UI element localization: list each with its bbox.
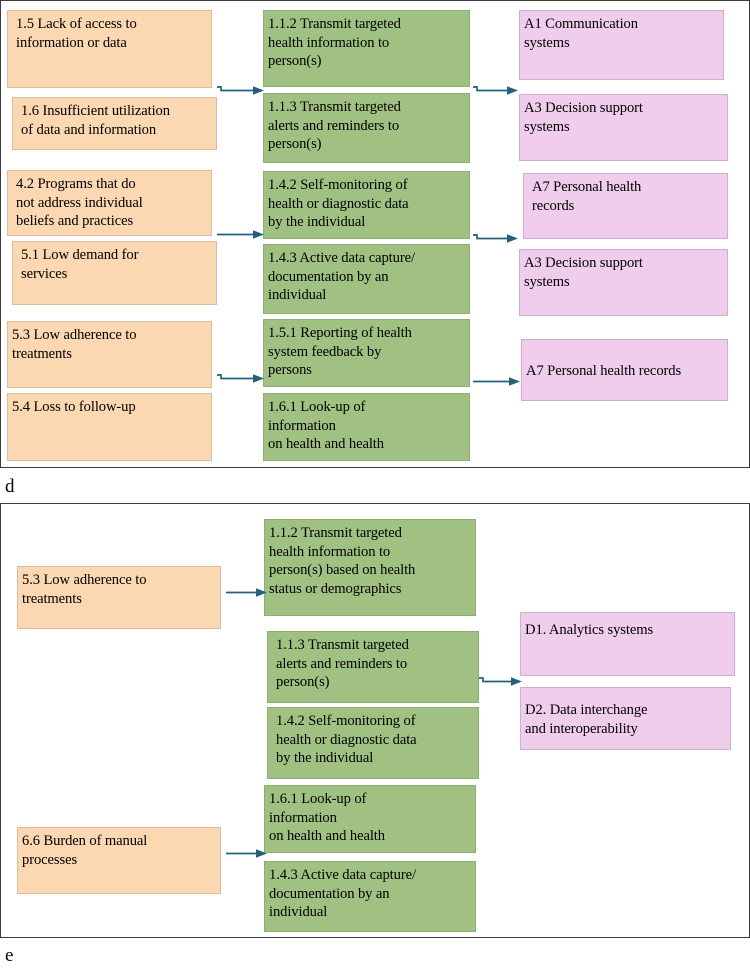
system-node-d2-e[interactable]: D2. Data interchange and interoperabilit… xyxy=(520,687,731,750)
system-node-a7-2[interactable]: A7 Personal health records xyxy=(521,339,728,401)
system-node-d1-e[interactable]: D1. Analytics systems xyxy=(520,612,735,676)
panel-e: 5.3 Low adherence to treatments 6.6 Burd… xyxy=(0,503,750,938)
intervention-node-1-4-3[interactable]: 1.4.3 Active data capture/ documentation… xyxy=(263,244,470,314)
intervention-node-1-1-2[interactable]: 1.1.2 Transmit targeted health informati… xyxy=(263,10,470,87)
system-node-a7[interactable]: A7 Personal health records xyxy=(523,173,728,239)
panel-caption-e: e xyxy=(5,945,14,966)
intervention-node-1-6-1-e[interactable]: 1.6.1 Look-up of information on health a… xyxy=(264,785,476,853)
arrow-intervention-to-system-d3 xyxy=(473,376,521,387)
arrow-intervention-to-system-d2 xyxy=(473,233,519,244)
intervention-node-1-1-2-e[interactable]: 1.1.2 Transmit targeted health informati… xyxy=(264,519,476,616)
intervention-node-1-4-3-e[interactable]: 1.4.3 Active data capture/ documentation… xyxy=(264,861,476,932)
arrow-challenge-to-intervention-e2 xyxy=(226,848,268,859)
arrow-challenge-to-intervention-d1 xyxy=(217,85,265,96)
arrow-intervention-to-system-e1 xyxy=(479,676,523,687)
intervention-node-1-1-3[interactable]: 1.1.3 Transmit targeted alerts and remin… xyxy=(263,93,470,163)
intervention-node-1-5-1[interactable]: 1.5.1 Reporting of health system feedbac… xyxy=(263,319,470,387)
system-node-a1[interactable]: A1 Communication systems xyxy=(519,10,724,80)
challenge-node-1-6[interactable]: 1.6 Insufficient utilization of data and… xyxy=(12,97,217,150)
challenge-node-6-6-e[interactable]: 6.6 Burden of manual processes xyxy=(17,827,221,894)
arrow-challenge-to-intervention-d2 xyxy=(217,229,265,240)
panel-caption-d: d xyxy=(5,476,15,497)
arrow-challenge-to-intervention-d3 xyxy=(217,373,265,384)
intervention-node-1-1-3-e[interactable]: 1.1.3 Transmit targeted alerts and remin… xyxy=(267,631,479,703)
panel-d: 1.5 Lack of access to information or dat… xyxy=(0,0,750,468)
arrow-challenge-to-intervention-e1 xyxy=(226,587,268,598)
challenge-node-5-3[interactable]: 5.3 Low adherence to treatments xyxy=(7,321,212,388)
challenge-node-1-5[interactable]: 1.5 Lack of access to information or dat… xyxy=(7,10,212,88)
challenge-node-5-1[interactable]: 5.1 Low demand for services xyxy=(12,241,217,305)
intervention-node-1-4-2[interactable]: 1.4.2 Self-monitoring of health or diagn… xyxy=(263,171,470,239)
intervention-node-1-4-2-e[interactable]: 1.4.2 Self-monitoring of health or diagn… xyxy=(267,707,479,779)
challenge-node-5-3-e[interactable]: 5.3 Low adherence to treatments xyxy=(17,566,221,629)
challenge-node-5-4[interactable]: 5.4 Loss to follow-up xyxy=(7,393,212,461)
system-node-a3[interactable]: A3 Decision support systems xyxy=(519,94,728,161)
intervention-node-1-6-1[interactable]: 1.6.1 Look-up of information on health a… xyxy=(263,393,470,461)
system-node-a3-2[interactable]: A3 Decision support systems xyxy=(519,249,728,316)
arrow-intervention-to-system-d1 xyxy=(473,85,519,96)
challenge-node-4-2[interactable]: 4.2 Programs that do not address individ… xyxy=(7,170,212,236)
